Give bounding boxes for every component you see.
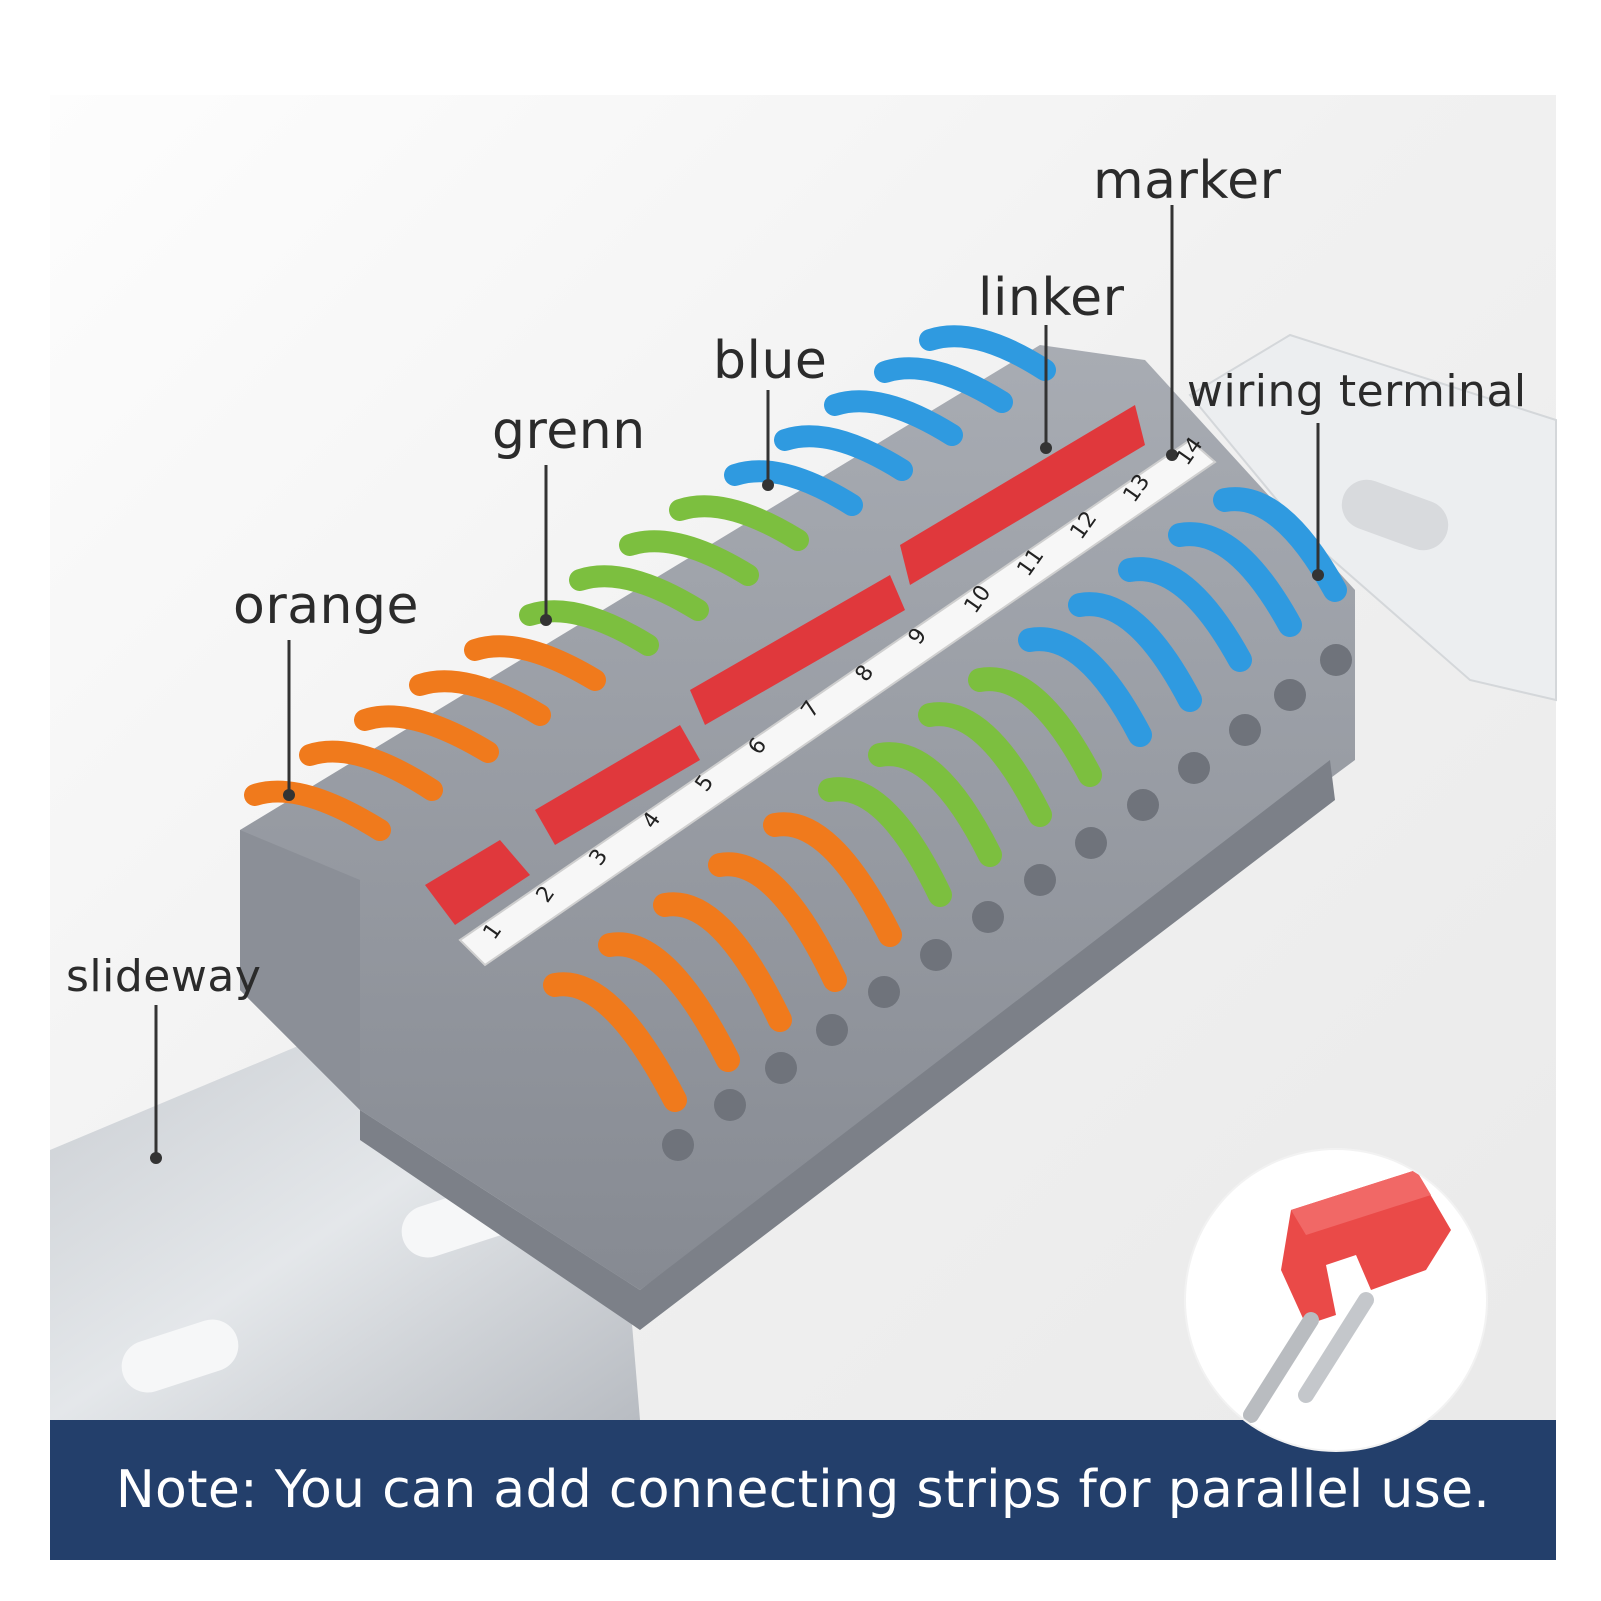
label-wiring-terminal: wiring terminal <box>1187 366 1527 417</box>
label-linker: linker <box>978 268 1125 328</box>
label-orange: orange <box>233 576 420 636</box>
wire-holes <box>662 644 1352 1161</box>
connecting-strip-inset <box>1186 1150 1486 1450</box>
housing-side <box>240 830 360 1110</box>
linker-4 <box>900 405 1145 585</box>
marker-strip <box>458 438 1217 967</box>
note-text: Note: You can add connecting strips for … <box>115 1460 1491 1520</box>
connecting-strip-illustration <box>1243 1170 1451 1423</box>
rail-slot <box>1341 479 1449 551</box>
strip-pin-2 <box>1298 1292 1374 1403</box>
linker-1 <box>425 840 530 925</box>
label-slideway: slideway <box>66 951 262 1002</box>
linker-2 <box>535 725 700 845</box>
back-levers <box>244 325 1056 841</box>
linkers <box>425 405 1145 925</box>
rail-slot-3 <box>121 1319 239 1393</box>
front-levers <box>543 487 1347 1112</box>
leader-dots <box>150 442 1324 1164</box>
label-blue: blue <box>713 331 828 391</box>
leader-lines <box>154 205 1320 1158</box>
label-marker: marker <box>1093 151 1282 211</box>
strip-top-face <box>1291 1170 1431 1235</box>
strip-pin-1 <box>1243 1312 1319 1423</box>
label-grenn: grenn <box>492 401 646 461</box>
linker-3 <box>690 575 905 725</box>
